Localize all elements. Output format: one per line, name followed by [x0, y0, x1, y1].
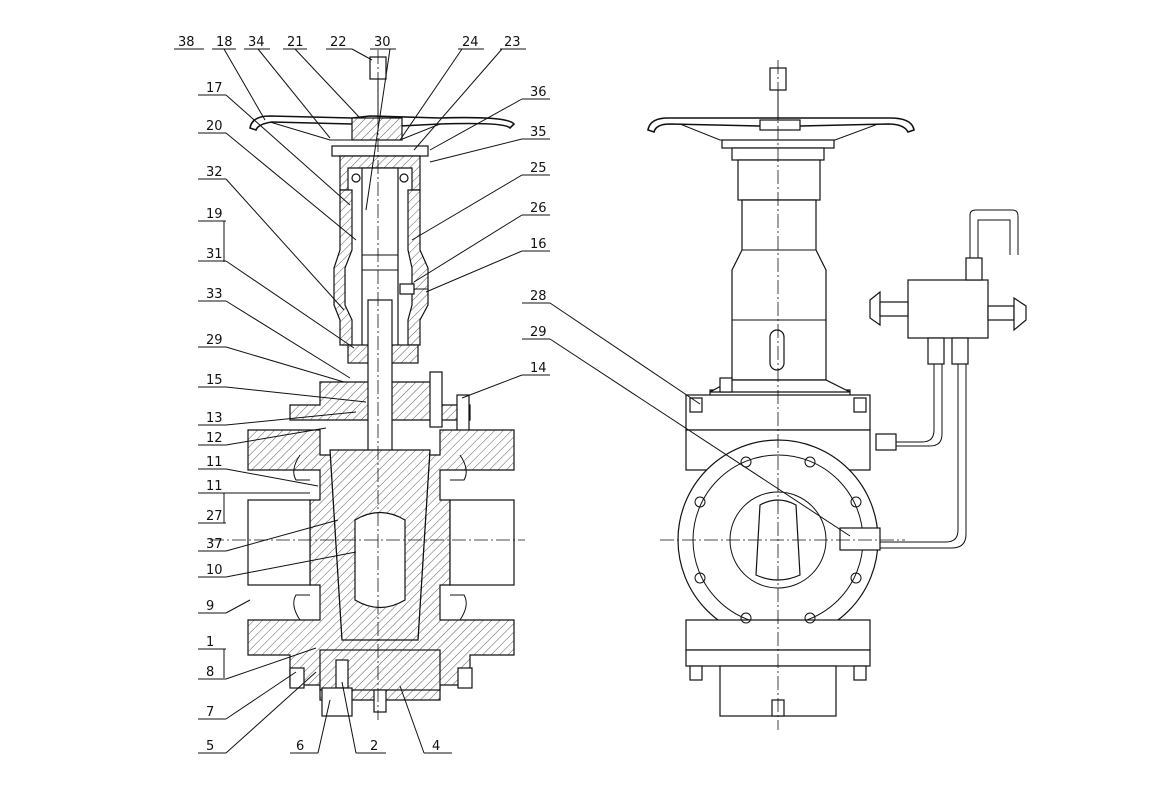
callout-7: 8 [206, 665, 214, 680]
callout-11b: 11 [206, 455, 223, 470]
callout-26: 26 [530, 201, 547, 216]
callout-18: 18 [216, 35, 233, 50]
callout-30: 30 [374, 35, 391, 50]
callout-34: 34 [248, 35, 265, 50]
callout-38: 38 [178, 35, 195, 50]
stem-top [369, 56, 387, 118]
callout-33: 16 [530, 237, 547, 252]
callout-29: 29 [530, 325, 547, 340]
callout-21: 21 [287, 35, 304, 50]
callout-22: 22 [330, 35, 347, 50]
manifold-piping [839, 209, 1027, 551]
actuator-column [709, 147, 851, 401]
callout-5: 7 [206, 705, 214, 720]
handwheel-external [647, 67, 915, 149]
bottom-cover [289, 649, 473, 717]
callout-32: 32 [206, 165, 223, 180]
callout-16: 33 [206, 287, 223, 302]
actuator-housing [331, 145, 429, 364]
callout-9: 10 [206, 563, 223, 578]
callout-4: 2 [370, 739, 378, 754]
external-view [647, 60, 1027, 730]
callout-17: 17 [206, 81, 223, 96]
callout-8: 1 [206, 635, 214, 650]
callout-15: 14 [530, 361, 547, 376]
callout-24: 24 [462, 35, 479, 50]
callout-35: 35 [530, 125, 547, 140]
handwheel-section [249, 115, 516, 141]
callout-28: 28 [530, 289, 547, 304]
callout-12: 13 [206, 411, 223, 426]
callout-3: 4 [432, 739, 440, 754]
callouts: 38 18 34 21 22 30 24 23 17 20 32 19 [174, 35, 851, 754]
callout-37: 27 [206, 509, 223, 524]
callout-14: 29 [206, 333, 223, 348]
callout-25: 25 [530, 161, 547, 176]
callout-27: 11 [206, 479, 223, 494]
callout-6: 5 [206, 739, 214, 754]
callout-20: 20 [206, 119, 223, 134]
callout-2: 6 [296, 739, 304, 754]
callout-10: 37 [206, 537, 223, 552]
callout-19: 19 [206, 207, 223, 222]
callout-13: 15 [206, 373, 223, 388]
callout-1: 9 [206, 599, 214, 614]
callout-31: 31 [206, 247, 223, 262]
callout-11a: 12 [206, 431, 223, 446]
sectional-view [210, 50, 525, 720]
callout-23: 23 [504, 35, 521, 50]
plug [329, 449, 431, 641]
callout-36: 36 [530, 85, 547, 100]
